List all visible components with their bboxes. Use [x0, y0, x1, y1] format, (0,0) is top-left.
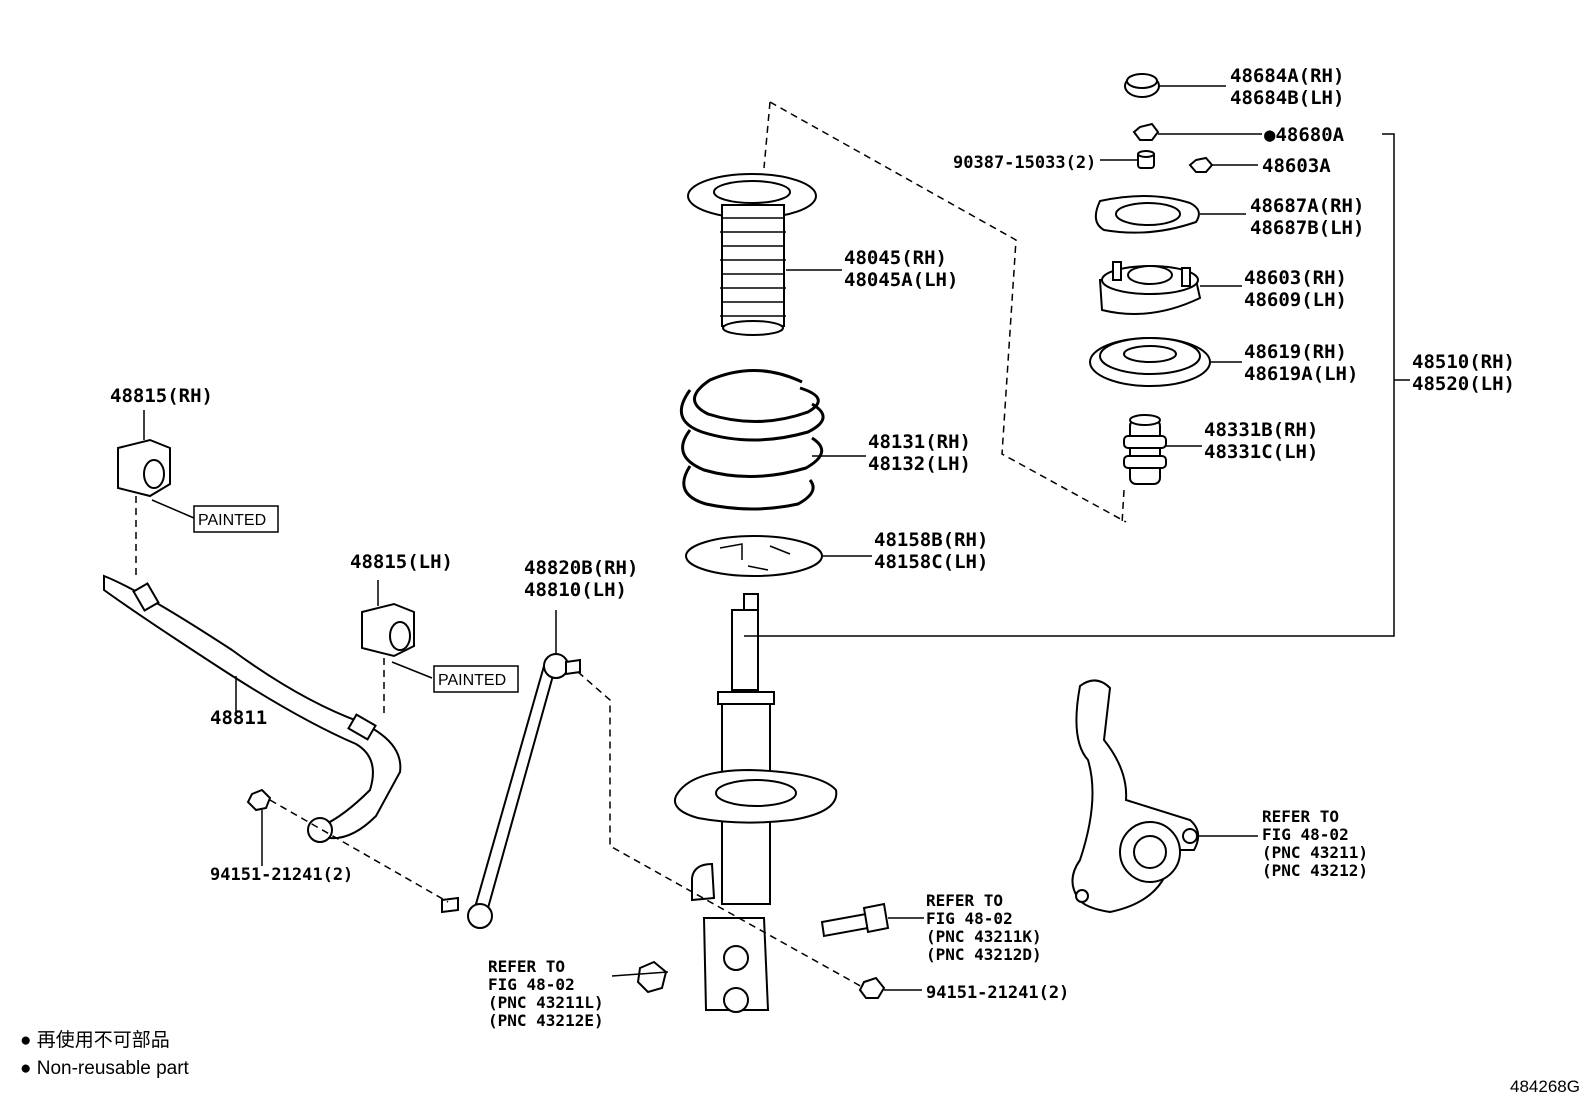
ref-knuckle-line-3: (PNC 43211) [1262, 843, 1368, 862]
ref-bolt-line-4: (PNC 43212D) [926, 945, 1042, 964]
strut-lower-nut [636, 960, 668, 994]
ref-knuckle-line-1: REFER TO [1262, 807, 1339, 826]
label-mount-nut: 48603A [1262, 155, 1331, 177]
ref-nut-line-2: FIG 48-02 [488, 975, 575, 994]
ref-nut-line-1: REFER TO [488, 957, 565, 976]
painted-text-1: PAINTED [198, 512, 266, 529]
mount-plate [1094, 195, 1200, 234]
ref-nut-line-3: (PNC 43211L) [488, 993, 604, 1012]
label-stabilizer-bar: 48811 [210, 707, 267, 729]
label-bumper-lh: 48331C(LH) [1204, 441, 1318, 463]
strut-support [1098, 261, 1202, 315]
label-spring-rh: 48131(RH) [868, 431, 971, 453]
ref-knuckle: REFER TO FIG 48-02 (PNC 43211) (PNC 4321… [1262, 807, 1368, 880]
bound-bumper [1123, 414, 1167, 485]
label-upper-seat-lh: 48619A(LH) [1244, 363, 1358, 385]
label-boot-rh: 48045(RH) [844, 247, 947, 269]
label-link-rh: 48820B(RH) [524, 557, 638, 579]
label-boot-lh: 48045A(LH) [844, 269, 958, 291]
strut-side-nut [858, 976, 886, 999]
label-link-lh: 48810(LH) [524, 579, 627, 601]
legend: ● 再使用不可部品 ● Non-reusable part [20, 1029, 190, 1079]
mount-nut [1188, 156, 1214, 173]
top-nut [1132, 122, 1160, 141]
label-bumper-rh: 48331B(RH) [1204, 419, 1318, 441]
lower-insulator [685, 535, 823, 577]
stabilizer-bushing-lh [361, 602, 415, 658]
label-assembly-lh: 48520(LH) [1412, 373, 1515, 395]
dust-boot [687, 173, 817, 336]
steering-knuckle [1071, 679, 1200, 914]
label-support-rh: 48603(RH) [1244, 267, 1347, 289]
label-support-lh: 48609(LH) [1244, 289, 1347, 311]
painted-tag-2: PAINTED [433, 665, 519, 693]
part-labels: 48684A(RH) 48684B(LH) ●48680A 90387-1503… [110, 65, 1515, 1003]
strut-bolt [820, 902, 890, 938]
ref-bolt-line-3: (PNC 43211K) [926, 927, 1042, 946]
figure-id: 484268G [1510, 1077, 1580, 1096]
label-bushing-rh: 48815(RH) [110, 385, 213, 407]
shock-absorber [674, 593, 838, 1013]
stabilizer-nut [246, 788, 272, 812]
stabilizer-bar [103, 574, 402, 843]
label-top-nut: ●48680A [1264, 124, 1345, 146]
label-spring-lh: 48132(LH) [868, 453, 971, 475]
label-upper-seat-rh: 48619(RH) [1244, 341, 1347, 363]
painted-text-2: PAINTED [438, 672, 506, 689]
label-plate-rh: 48687A(RH) [1250, 195, 1364, 217]
ref-knuckle-line-2: FIG 48-02 [1262, 825, 1349, 844]
coil-spring [679, 369, 825, 511]
label-washer: 90387-15033(2) [953, 153, 1096, 173]
label-insulator-lh: 48158C(LH) [874, 551, 988, 573]
strut-cap [1124, 73, 1160, 98]
label-plate-lh: 48687B(LH) [1250, 217, 1364, 239]
ref-bolt-line-1: REFER TO [926, 891, 1003, 910]
ref-knuckle-line-4: (PNC 43212) [1262, 861, 1368, 880]
legend-english: ● Non-reusable part [20, 1058, 190, 1079]
label-strut-nut: 94151-21241(2) [926, 983, 1069, 1003]
ref-bolt: REFER TO FIG 48-02 (PNC 43211K) (PNC 432… [926, 891, 1042, 964]
stabilizer-bushing-rh [117, 438, 171, 498]
painted-tag-1: PAINTED [193, 505, 279, 533]
label-stabilizer-nut: 94151-21241(2) [210, 865, 353, 885]
label-insulator-rh: 48158B(RH) [874, 529, 988, 551]
label-bushing-lh: 48815(LH) [350, 551, 453, 573]
upper-spring-seat [1089, 337, 1211, 387]
ref-nut: REFER TO FIG 48-02 (PNC 43211L) (PNC 432… [488, 957, 604, 1030]
label-assembly-rh: 48510(RH) [1412, 351, 1515, 373]
ref-nut-line-4: (PNC 43212E) [488, 1011, 604, 1030]
label-cap-lh: 48684B(LH) [1230, 87, 1344, 109]
leader-lines [135, 85, 1410, 991]
stabilizer-link [441, 653, 581, 929]
label-cap-rh: 48684A(RH) [1230, 65, 1344, 87]
washer [1137, 150, 1155, 169]
ref-bolt-line-2: FIG 48-02 [926, 909, 1013, 928]
legend-japanese: ● 再使用不可部品 [20, 1029, 170, 1051]
